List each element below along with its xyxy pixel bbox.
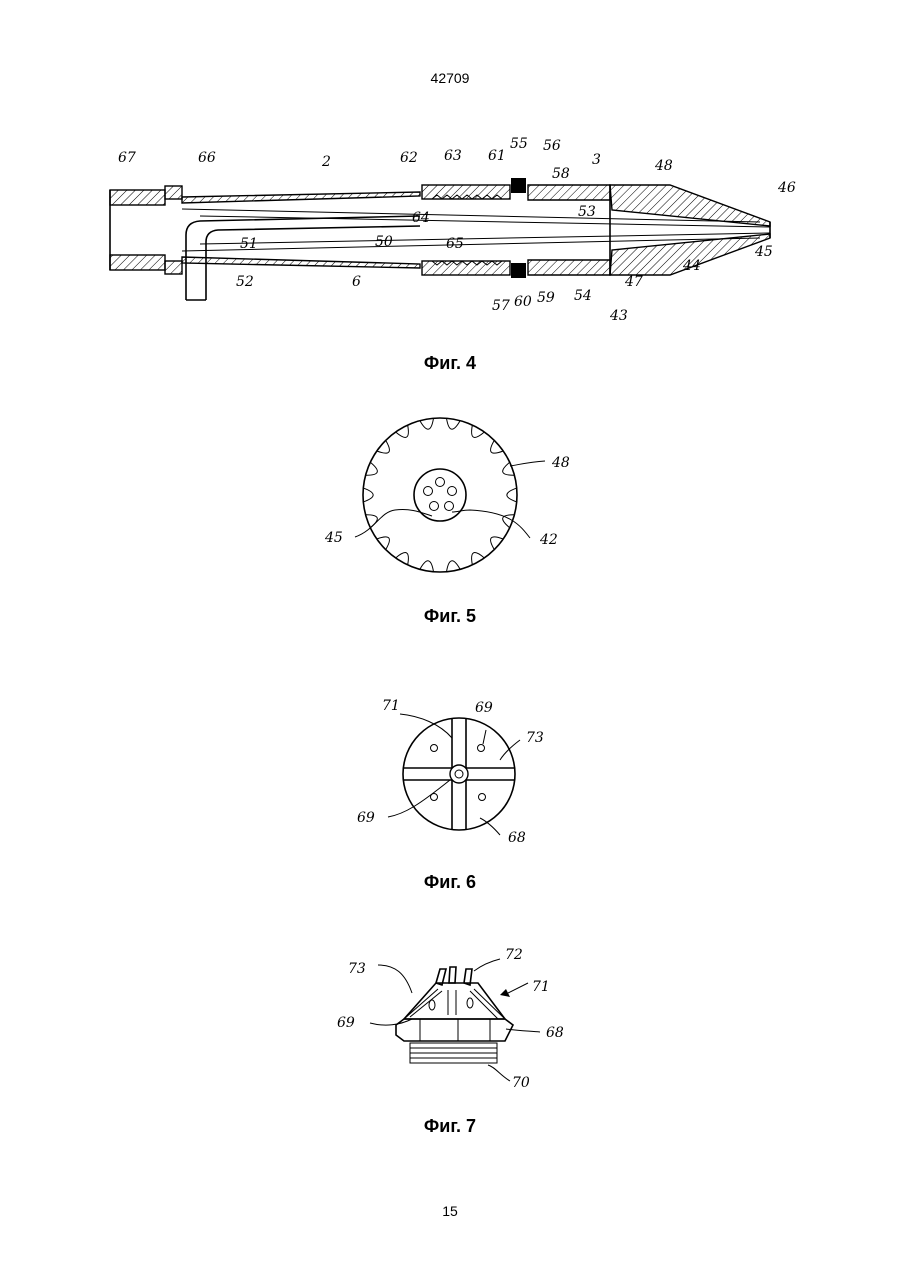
label-63: 63 bbox=[444, 148, 462, 164]
label-70: 70 bbox=[512, 1075, 530, 1091]
figure-5-drawing: 48 45 42 bbox=[0, 400, 900, 590]
label-67: 67 bbox=[118, 150, 136, 166]
figure-7-caption: Фиг. 7 bbox=[0, 1116, 900, 1137]
label-53: 53 bbox=[578, 204, 596, 220]
label-73: 73 bbox=[348, 961, 366, 977]
label-48: 48 bbox=[551, 455, 570, 471]
label-58: 58 bbox=[552, 166, 570, 182]
label-47: 47 bbox=[624, 274, 643, 290]
label-56: 56 bbox=[543, 138, 561, 154]
label-45: 45 bbox=[754, 244, 773, 260]
label-45: 45 bbox=[324, 530, 343, 546]
label-2: 2 bbox=[321, 154, 331, 170]
label-60: 60 bbox=[514, 294, 532, 310]
figure-6-drawing: 71 69 73 69 68 bbox=[0, 690, 900, 860]
label-69: 69 bbox=[337, 1015, 355, 1031]
figure-7-drawing: 72 73 71 69 68 70 bbox=[0, 935, 900, 1095]
figure-5-caption: Фиг. 5 bbox=[0, 606, 900, 627]
label-44: 44 bbox=[682, 258, 701, 274]
label-52: 52 bbox=[236, 274, 254, 290]
figure-6-caption: Фиг. 6 bbox=[0, 872, 900, 893]
disk-notch bbox=[507, 488, 517, 502]
label-68: 68 bbox=[508, 830, 526, 846]
label-48: 48 bbox=[654, 158, 673, 174]
label-71: 71 bbox=[382, 698, 400, 714]
figure-4-caption: Фиг. 4 bbox=[0, 353, 900, 374]
label-43: 43 bbox=[609, 308, 628, 324]
label-46: 46 bbox=[777, 180, 796, 196]
label-69-top: 69 bbox=[475, 700, 493, 716]
label-57: 57 bbox=[492, 298, 510, 314]
label-68: 68 bbox=[546, 1025, 564, 1041]
label-62: 62 bbox=[400, 150, 418, 166]
label-50: 50 bbox=[375, 234, 393, 250]
label-51: 51 bbox=[240, 236, 258, 252]
label-66: 66 bbox=[198, 150, 216, 166]
label-71: 71 bbox=[532, 979, 550, 995]
label-73: 73 bbox=[526, 730, 544, 746]
label-64: 64 bbox=[412, 210, 430, 226]
label-54: 54 bbox=[574, 288, 592, 304]
label-72: 72 bbox=[505, 947, 523, 963]
label-65: 65 bbox=[446, 236, 464, 252]
page-number: 15 bbox=[0, 1203, 900, 1219]
label-55: 55 bbox=[510, 136, 528, 152]
label-69-bottom: 69 bbox=[357, 810, 375, 826]
label-59: 59 bbox=[537, 290, 555, 306]
label-61: 61 bbox=[488, 148, 506, 164]
disk-notch bbox=[363, 488, 373, 502]
page-code: 42709 bbox=[0, 70, 900, 86]
figure-4-drawing: 67 66 2 62 63 61 55 56 3 48 46 58 64 53 … bbox=[0, 130, 900, 330]
label-42: 42 bbox=[539, 532, 558, 548]
label-6: 6 bbox=[352, 274, 361, 290]
label-3: 3 bbox=[592, 152, 601, 168]
